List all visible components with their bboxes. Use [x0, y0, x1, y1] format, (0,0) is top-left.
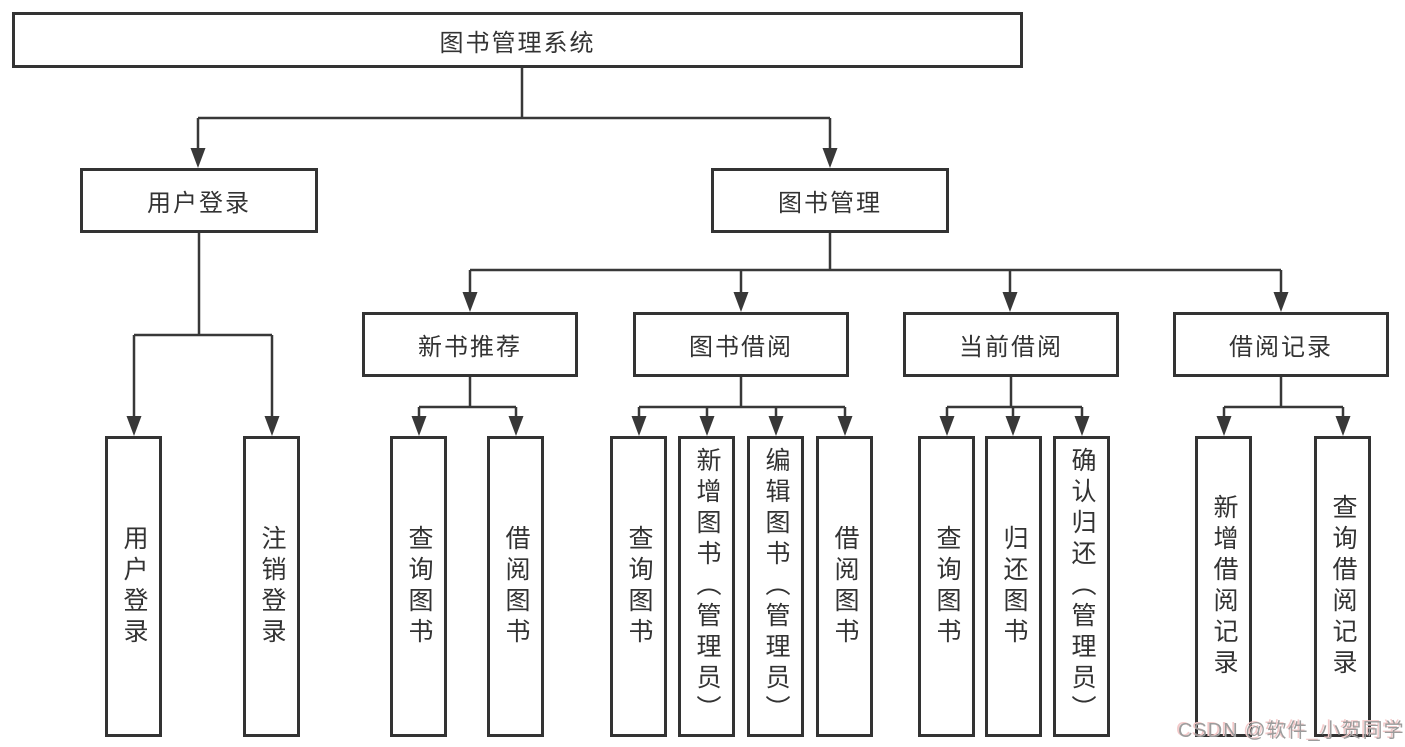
- leaf-confirm-return-admin: 确认归还（管理员）: [1053, 436, 1110, 737]
- leaf-add-books-admin: 新增图书（管理员）: [678, 436, 735, 737]
- node-library-system: 图书管理系统: [12, 12, 1023, 68]
- leaf-borrow-books-recommend: 借阅图书: [487, 436, 544, 737]
- leaf-add-borrow-record: 新增借阅记录: [1195, 436, 1252, 737]
- node-user-login: 用户登录: [80, 168, 318, 233]
- arrowhead-icon: [126, 416, 142, 436]
- arrowhead-icon: [462, 292, 478, 312]
- node-book-management: 图书管理: [711, 168, 949, 233]
- node-book-borrowing: 图书借阅: [633, 312, 849, 377]
- arrowhead-icon: [699, 416, 715, 436]
- leaf-logout: 注销登录: [243, 436, 300, 737]
- arrowhead-icon: [1335, 416, 1351, 436]
- leaf-edit-books-admin: 编辑图书（管理员）: [747, 436, 804, 737]
- arrowhead-icon: [631, 416, 647, 436]
- leaf-return-books: 归还图书: [985, 436, 1042, 737]
- leaf-borrow-books: 借阅图书: [816, 436, 873, 737]
- arrowhead-icon: [768, 416, 784, 436]
- leaf-query-books-recommend: 查询图书: [390, 436, 447, 737]
- leaf-user-login: 用户登录: [105, 436, 162, 737]
- arrowhead-icon: [1005, 416, 1021, 436]
- arrowhead-icon: [264, 416, 280, 436]
- leaf-query-books-borrow: 查询图书: [610, 436, 667, 737]
- arrowhead-icon: [1002, 292, 1018, 312]
- node-new-book-recommend: 新书推荐: [362, 312, 578, 377]
- arrowhead-icon: [837, 416, 853, 436]
- arrowhead-icon: [411, 416, 427, 436]
- arrowhead-icon: [508, 416, 524, 436]
- arrowhead-icon: [822, 148, 838, 168]
- arrowhead-icon: [190, 148, 206, 168]
- arrowhead-icon: [733, 292, 749, 312]
- arrowhead-icon: [1074, 416, 1090, 436]
- arrowhead-icon: [939, 416, 955, 436]
- leaf-query-books-current: 查询图书: [918, 436, 975, 737]
- node-current-borrowing: 当前借阅: [903, 312, 1119, 377]
- leaf-query-borrow-record: 查询借阅记录: [1314, 436, 1371, 737]
- arrowhead-icon: [1273, 292, 1289, 312]
- arrowhead-icon: [1216, 416, 1232, 436]
- csdn-watermark: CSDN @软件_小贺同学: [1178, 720, 1405, 742]
- node-borrowing-records: 借阅记录: [1173, 312, 1389, 377]
